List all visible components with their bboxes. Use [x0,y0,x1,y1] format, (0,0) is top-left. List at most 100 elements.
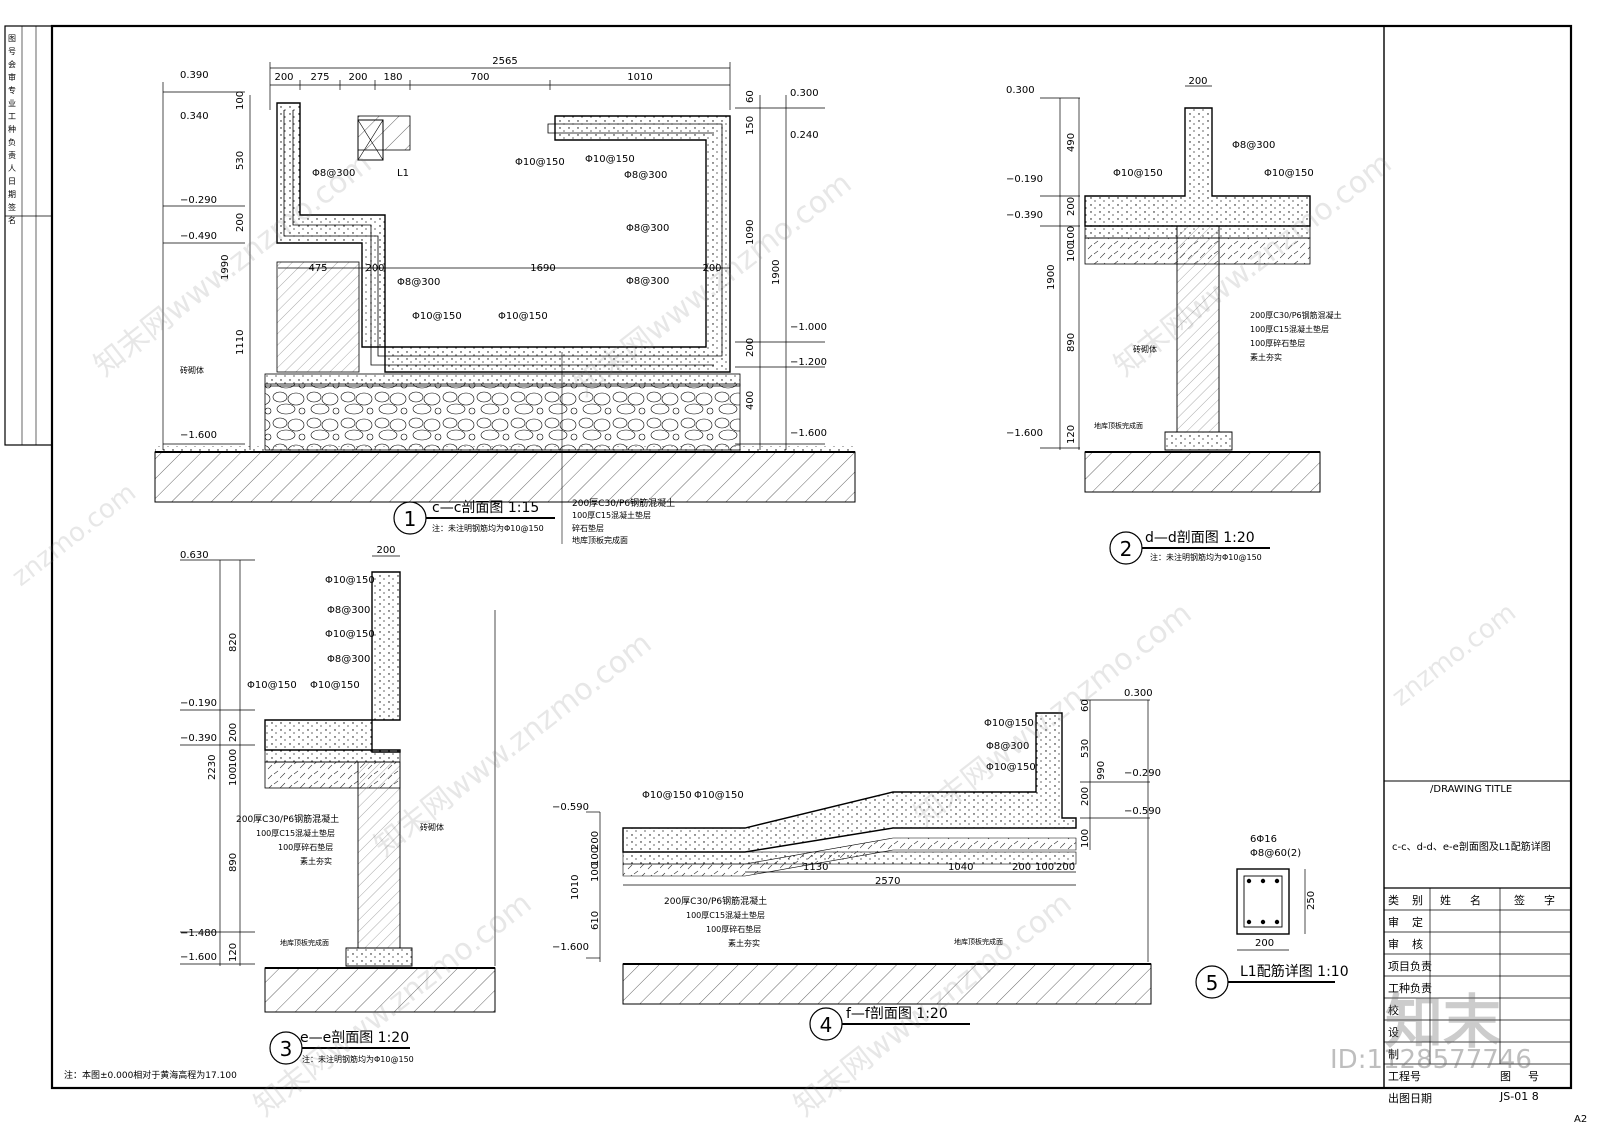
ff-level: 0.300 [1124,688,1153,699]
strip-char: 签 [8,203,16,212]
dd-masonry: 砖砌体 [1133,344,1157,354]
ee-layer: 素土夯实 [300,856,332,866]
basement-roof-slab [264,967,496,1013]
strip-char: 工 [8,112,16,121]
tb-row: 工种负责 [1388,982,1432,995]
cc-rebar: Φ8@300 [626,223,669,234]
ee-level: −0.190 [180,698,217,709]
ff-dim: 610 [590,911,601,930]
ee-dim: 200 [228,723,239,742]
section-cc: 2565 200 275 200 180 700 1010 475 200 16… [154,56,856,545]
tb-drawing-no: JS-01 8 [1500,1090,1539,1103]
section-ff: −0.590 −1.600 0.300 −0.290 −0.590 200 10… [552,688,1161,1041]
cc-note: 注：未注明钢筋均为Φ10@150 [432,523,544,533]
cc-level: −0.290 [180,195,217,206]
ff-dim: 100 [1080,829,1091,848]
cc-dim: 200 [745,338,756,357]
ff-level: −0.590 [552,802,589,813]
dd-rebar: Φ10@150 [1264,168,1314,179]
ee-layer: 100厚C15混凝土垫层 [256,828,335,838]
l1-title: L1配筋详图 1:10 [1240,963,1349,980]
ff-rebar: Φ10@150 [694,790,744,801]
ee-note: 注：未注明钢筋均为Φ10@150 [302,1054,414,1064]
cc-level: 0.390 [180,70,209,81]
cc-level: −1.600 [180,430,217,441]
tb-header-cell: 别 [1412,894,1423,907]
cc-dim: 200 [365,263,384,274]
beam-label: L1 [397,168,409,179]
watermark-logo: 知末 [1385,988,1502,1056]
l1-height: 250 [1306,891,1317,910]
strip-char: 会 [8,60,16,69]
masonry-label: 砖砌体 [180,365,204,375]
ee-level: 0.630 [180,550,209,561]
dd-layer: 200厚C30/P6钢筋混凝土 [1250,310,1342,320]
cc-layer: 200厚C30/P6钢筋混凝土 [572,497,675,509]
cc-dim: 1090 [745,220,756,245]
ff-level: −1.600 [552,942,589,953]
ff-rebar: Φ8@300 [986,741,1029,752]
ff-level: −0.290 [1124,768,1161,779]
dd-rebar: Φ8@300 [1232,140,1275,151]
dd-layer: 100厚C15混凝土垫层 [1250,324,1329,334]
ee-slab: 地库顶板完成面 [280,938,329,947]
detail-l1: 6Φ16 Φ8@60(2) 250 200 5 L1配筋详图 1:10 [1195,834,1349,999]
ff-dim: 1010 [570,875,581,900]
strip-char: 日 [8,177,16,186]
cc-level: −1.600 [790,428,827,439]
ee-dim: 100 [228,767,239,786]
dd-dim: 1900 [1046,265,1057,290]
cc-dim: 150 [745,116,756,135]
ff-dim: 100 [1035,862,1054,873]
cc-level: −1.200 [790,357,827,368]
watermark-id: ID:1128577746 [1330,1045,1532,1075]
ff-slab: 地库顶板完成面 [954,937,1003,946]
ff-rebar: Φ10@150 [986,762,1036,773]
strip-char: 人 [8,164,16,173]
ff-dim: 200 [1080,787,1091,806]
tb-header-cell: 姓 [1440,894,1451,907]
dd-level: −0.190 [1006,174,1043,185]
dd-dim: 200 [1066,197,1077,216]
tb-header-cell: 名 [1470,894,1481,907]
dd-layer: 100厚碎石垫层 [1250,338,1305,348]
cc-dim: 200 [235,213,246,232]
sheet-size: A2 [1574,1114,1588,1125]
cc-rebar: Φ10@150 [412,311,462,322]
l1-stirrup: Φ8@60(2) [1250,848,1301,859]
cc-rebar: Φ10@150 [498,311,548,322]
ff-layer: 100厚碎石垫层 [706,924,761,934]
dd-dim: 100 [1066,226,1077,245]
dd-dim: 490 [1066,133,1077,152]
dd-note: 注：未注明钢筋均为Φ10@150 [1150,552,1262,562]
ee-layer: 100厚碎石垫层 [278,842,333,852]
ee-dim: 200 [376,545,395,556]
ff-dim: 2570 [875,876,900,887]
cc-rebar: Φ8@300 [626,276,669,287]
cc-dim: 1690 [530,263,555,274]
tb-row: 审 [1388,916,1399,929]
footnote: 注：本图±0.000相对于黄海高程为17.100 [64,1071,237,1081]
cc-rebar: Φ8@300 [312,168,355,179]
cc-dim: 700 [470,72,489,83]
cc-dim: 180 [383,72,402,83]
basement-roof-slab [154,451,856,503]
tb-row: 制 [1388,1048,1399,1061]
gravel-layer [264,383,741,451]
ff-layer: 200厚C30/P6钢筋混凝土 [664,895,767,907]
l1-number: 5 [1206,971,1219,995]
strip-char: 号 [8,47,16,56]
ff-level: −0.590 [1124,806,1161,817]
cc-number: 1 [404,507,417,531]
ee-masonry: 砖砌体 [420,822,444,832]
ff-dim: 200 [590,831,601,850]
dd-dim: 890 [1066,333,1077,352]
cc-level: −0.490 [180,231,217,242]
cc-dim: 200 [348,72,367,83]
ee-rebar: Φ10@150 [325,575,375,586]
drawing-title-label: /DRAWING TITLE [1430,784,1513,795]
cc-level: −1.000 [790,322,827,333]
cc-title: c—c剖面图 1:15 [432,500,539,516]
cc-dim: 275 [310,72,329,83]
